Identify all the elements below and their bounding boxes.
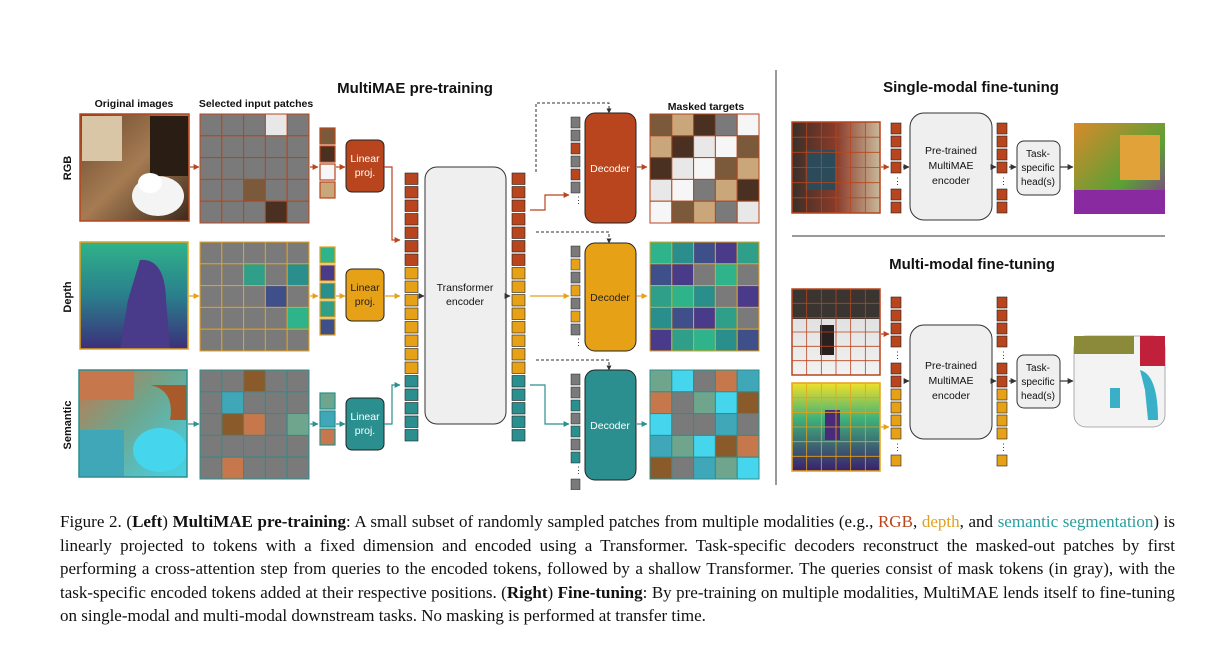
- col-selected-label: Selected input patches: [199, 98, 314, 110]
- masked-target-depth: [649, 241, 760, 352]
- single-modal-encoder: Pre-trained MultiMAE encoder: [909, 112, 993, 221]
- svg-text:⋮: ⋮: [999, 350, 1008, 360]
- selected-patches-depth: [199, 241, 310, 352]
- svg-text:⋮: ⋮: [574, 337, 583, 347]
- patch-column-rgb: [319, 127, 336, 199]
- masked-target-rgb: [649, 113, 760, 224]
- svg-text:⋮: ⋮: [893, 442, 902, 452]
- svg-text:specific: specific: [1021, 377, 1054, 388]
- svg-text:specific: specific: [1021, 163, 1054, 174]
- decoder-queries-depth: ⋮: [570, 245, 583, 347]
- transformer-encoder: Transformer encoder: [418, 166, 511, 425]
- linear-proj-semantic: Linear proj.: [336, 397, 385, 451]
- input-token-column: [404, 172, 419, 442]
- row-label-rgb: RGB: [62, 156, 74, 181]
- single-modal-output-tokens: ⋮: [996, 122, 1008, 214]
- selected-patches-semantic: [199, 369, 310, 480]
- svg-text:⋮: ⋮: [999, 176, 1008, 186]
- svg-text:encoder: encoder: [932, 175, 970, 187]
- selected-patches-rgb: [199, 113, 310, 224]
- svg-text:Linear: Linear: [350, 153, 380, 165]
- svg-text:proj.: proj.: [355, 167, 375, 179]
- multi-modal-encoder: Pre-trained MultiMAE encoder: [909, 324, 993, 440]
- svg-text:Linear: Linear: [350, 411, 380, 423]
- svg-text:Pre-trained: Pre-trained: [925, 145, 977, 157]
- figure-caption: Figure 2. (Left) MultiMAE pre-training: …: [60, 512, 1176, 625]
- svg-text:Pre-trained: Pre-trained: [925, 360, 977, 372]
- multi-modal-title: Multi-modal fine-tuning: [889, 256, 1055, 273]
- svg-text:encoder: encoder: [446, 296, 484, 308]
- caption-depth: depth: [921, 512, 960, 531]
- original-image-semantic: [78, 369, 188, 478]
- svg-text:head(s): head(s): [1021, 391, 1055, 402]
- masked-target-semantic: [649, 369, 760, 480]
- linear-proj-depth: Linear proj.: [336, 268, 385, 322]
- svg-text:Linear: Linear: [350, 282, 380, 294]
- multi-modal-depth-image: [791, 382, 881, 472]
- single-modal-input-tokens: ⋮: [890, 122, 902, 214]
- svg-text:⋮: ⋮: [574, 195, 583, 205]
- decoder-rgb: Decoder: [584, 112, 637, 224]
- original-image-rgb: [79, 113, 190, 222]
- svg-text:MultiMAE: MultiMAE: [929, 375, 974, 387]
- pretraining-title: MultiMAE pre-training: [337, 80, 493, 97]
- svg-text:⋮: ⋮: [893, 176, 902, 186]
- multi-modal-output-tokens: ⋮⋮: [996, 296, 1008, 467]
- svg-text:proj.: proj.: [355, 296, 375, 308]
- multi-modal-input-tokens: ⋮⋮: [890, 296, 902, 467]
- caption-rgb: RGB: [877, 512, 913, 531]
- original-image-depth: [79, 241, 189, 350]
- single-modal-task-head: Task- specific head(s): [1016, 140, 1061, 196]
- single-modal-output-image: [1074, 123, 1165, 214]
- decoder-queries-semantic: ⋮: [570, 373, 583, 490]
- multi-modal-task-head: Task- specific head(s): [1016, 354, 1061, 409]
- svg-text:Decoder: Decoder: [590, 292, 630, 304]
- row-label-depth: Depth: [62, 281, 74, 312]
- linear-proj-rgb: Linear proj.: [336, 139, 385, 193]
- encoded-token-routing: [535, 102, 612, 371]
- svg-text:⋮: ⋮: [893, 350, 902, 360]
- svg-text:Transformer: Transformer: [437, 282, 494, 294]
- single-modal-input-image: [791, 121, 881, 214]
- decoder-queries-rgb: ⋮: [570, 116, 583, 205]
- decoder-depth: Decoder: [584, 242, 637, 352]
- svg-text:⋮: ⋮: [574, 465, 583, 475]
- svg-text:Decoder: Decoder: [590, 420, 630, 432]
- patch-column-depth: [319, 246, 336, 336]
- multimae-figure: MultiMAE pre-training Original images Se…: [62, 70, 1166, 490]
- patch-column-semantic: [319, 392, 336, 446]
- single-modal-title: Single-modal fine-tuning: [883, 79, 1059, 96]
- caption-semantic: semantic segmentation: [997, 512, 1154, 531]
- svg-text:Task-: Task-: [1026, 149, 1050, 160]
- svg-text:proj.: proj.: [355, 425, 375, 437]
- svg-text:MultiMAE: MultiMAE: [929, 160, 974, 172]
- svg-text:Task-: Task-: [1026, 363, 1050, 374]
- col-masked-label: Masked targets: [668, 101, 745, 113]
- col-original-label: Original images: [95, 98, 174, 110]
- svg-text:head(s): head(s): [1021, 177, 1055, 188]
- svg-text:Decoder: Decoder: [590, 163, 630, 175]
- output-token-column: [511, 172, 526, 442]
- row-label-semantic: Semantic: [62, 401, 74, 450]
- svg-text:⋮: ⋮: [999, 442, 1008, 452]
- multi-modal-rgb-image: [791, 288, 881, 376]
- svg-text:encoder: encoder: [932, 390, 970, 402]
- multi-modal-output-image: [1073, 335, 1166, 428]
- decoder-semantic: Decoder: [584, 369, 637, 481]
